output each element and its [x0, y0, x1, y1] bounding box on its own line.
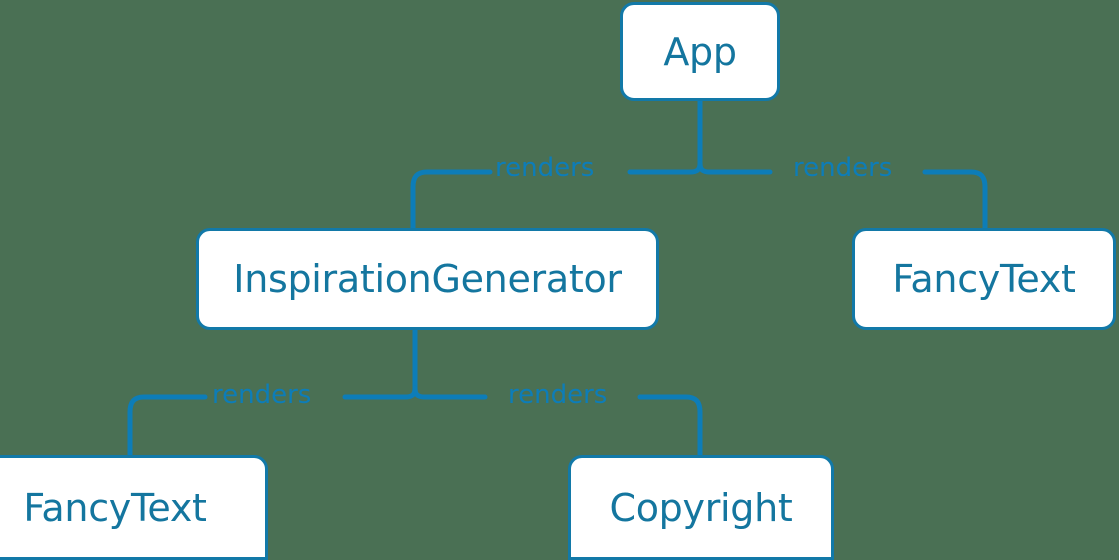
edge-inspgen-fancytext — [127, 394, 208, 458]
node-copyright-label: Copyright — [609, 485, 793, 530]
edge-label-inspiration-generator-to-copyright: renders — [508, 380, 608, 410]
edge-junction-top-right — [697, 160, 773, 175]
edge-label-app-to-inspiration-generator: renders — [495, 153, 595, 183]
edge-junction-bottom-right — [412, 385, 488, 400]
edge-app-fancytext — [922, 169, 988, 231]
edge-junction-bottom — [342, 385, 418, 400]
node-app[interactable]: App — [620, 2, 780, 101]
node-inspiration-generator[interactable]: InspirationGenerator — [196, 228, 659, 330]
node-fancytext-left[interactable]: FancyText — [0, 455, 268, 560]
node-app-label: App — [663, 29, 737, 74]
edge-app-inspgen — [410, 169, 493, 231]
node-fancytext-right[interactable]: FancyText — [852, 228, 1116, 330]
node-inspiration-generator-label: InspirationGenerator — [233, 257, 622, 301]
edge-label-app-to-fancytext: renders — [793, 153, 893, 183]
edge-inspgen-copyright — [637, 394, 703, 458]
edge-junction-top — [627, 160, 703, 175]
edge-label-inspiration-generator-to-fancytext: renders — [212, 380, 312, 410]
node-copyright[interactable]: Copyright — [568, 455, 834, 560]
node-fancytext-right-label: FancyText — [892, 257, 1076, 301]
node-fancytext-left-label: FancyText — [23, 485, 207, 530]
